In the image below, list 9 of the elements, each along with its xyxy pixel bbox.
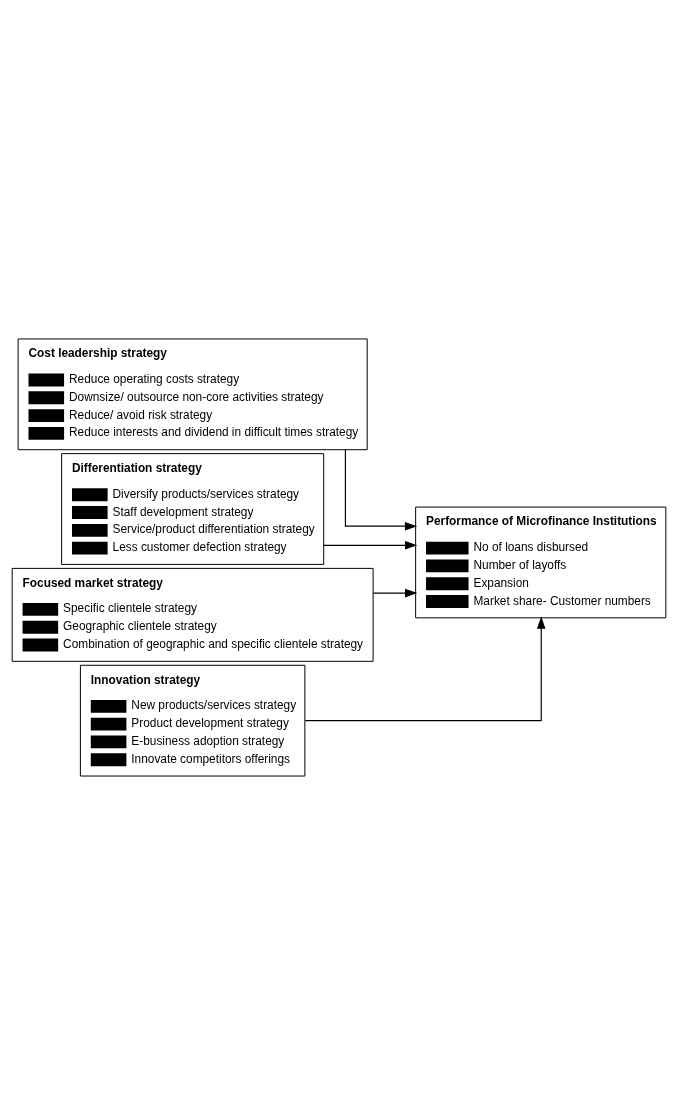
node-box: Cost leadership strategy Reduce operating costs strategy Downsize/ outsource non-core activities strategy Reduce/ avoid risk strategy Reduce interests and dividend in difficult times strategy <box>17 337 368 450</box>
arrow <box>344 448 418 530</box>
arrow <box>323 540 418 550</box>
node-box: Focused market strategy Specific clientele strategy Geographic clientele strategy Combination of geographic and specific clientele strategy <box>11 567 374 662</box>
node-box: Innovation strategy New products/services strategy Product development strategy E-business adoption strategy Innovate competitors offerings <box>79 664 306 777</box>
arrow <box>304 615 546 721</box>
node-box: Differentiation strategy Diversify products/services strategy Staff development strategy Service/product differentiation strategy Less customer defection strategy <box>61 452 325 565</box>
arrow <box>372 588 418 597</box>
node-box: Performance of Microfinance Institutions No of loans disbursed Number of layoffs Expansion Market share- Customer numbers <box>415 506 667 618</box>
